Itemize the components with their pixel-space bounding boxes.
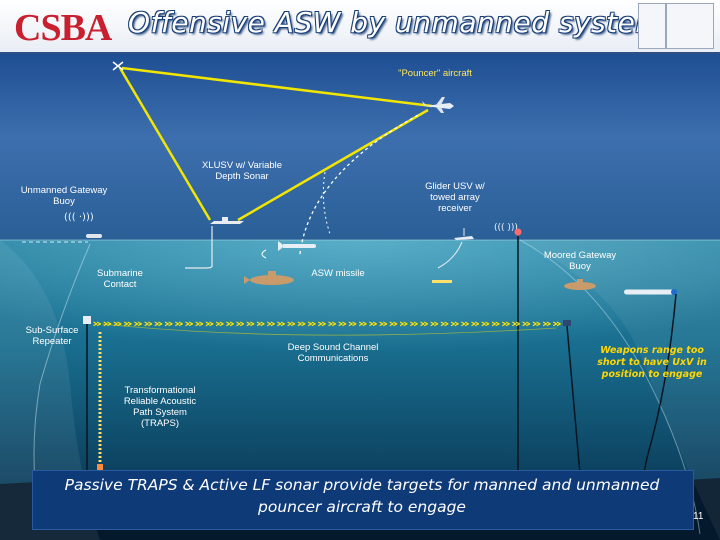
submarine-contact-label: Submarine Contact [97, 268, 143, 290]
slide-header [0, 0, 720, 54]
link-drone-to-pouncer [121, 66, 433, 108]
sonar-beam-right [520, 240, 720, 540]
moored-sensor-cable [566, 325, 581, 475]
page-number: 11 [693, 511, 704, 522]
sub-surface-repeater-label: Sub-Surface Repeater [25, 325, 79, 347]
submarine-contact-icon [244, 271, 294, 285]
towed-array-cable [437, 241, 463, 269]
deep-channel-axis [101, 323, 557, 336]
moored-gateway-buoy-label: Moored Gateway Buoy [543, 250, 617, 272]
deep-sound-channel-label: Deep Sound Channel Communications [287, 342, 379, 364]
traps-label: Transformational Reliable Acoustic Path … [123, 385, 197, 429]
uuv-icon [624, 289, 677, 295]
glider-usv-icon [454, 228, 474, 240]
gateway-buoy-label: Unmanned Gateway Buoy [20, 185, 108, 207]
submarine-contact-2-icon [564, 279, 596, 290]
buoy-signal-waves: ((( ·))) [64, 212, 94, 223]
sky [0, 54, 720, 240]
asw-missile-label: ASW missile [311, 268, 365, 279]
asw-missile-icon [278, 241, 316, 251]
xlusv-label: XLUSV w/ Variable Depth Sonar [201, 160, 283, 182]
deep-sound-channel-waves: »»»»»»»»»»»»»»»»»»»»»»»»»»»»»»»»»»»»»»»»… [92, 317, 562, 330]
glider-signal-waves: ((( ))) [494, 223, 518, 233]
asw-scene-illustration: ((( ·))) ((( ))) »»»»»»»»»»»»»»»»» [0, 54, 720, 540]
surveillance-drone-icon [112, 61, 124, 71]
thumbnail-1 [638, 3, 666, 49]
link-aircraft-to-xlusv [118, 67, 212, 221]
csba-logo: CSBA [14, 7, 112, 49]
sea-glow [0, 240, 720, 400]
pouncer-aircraft-label: "Pouncer" aircraft [398, 68, 472, 79]
pouncer-aircraft-icon [422, 97, 454, 113]
xlusv-icon [210, 217, 244, 224]
thumbnail-2 [666, 3, 714, 49]
missile-splash [261, 249, 267, 259]
missile-trajectory-up [299, 113, 421, 255]
vds-cable [185, 226, 213, 269]
caption-box [32, 470, 694, 530]
moored-sensor-icon [563, 320, 571, 326]
moored-buoy-float-icon [514, 228, 522, 236]
gateway-buoy-icon [86, 234, 102, 238]
sonar-beam-left [0, 240, 100, 540]
weapons-range-note: Weapons range too short to have UxV in p… [597, 345, 707, 380]
towed-array-sensor [432, 280, 452, 283]
caption-text: Passive TRAPS & Active LF sonar provide … [64, 476, 660, 516]
missile-trajectory-down [322, 171, 331, 235]
sub-surface-repeater-icon [83, 316, 91, 324]
glider-usv-label: Glider USV w/ towed array receiver [425, 181, 485, 214]
slide-title: Offensive ASW by unmanned systems [128, 6, 679, 39]
